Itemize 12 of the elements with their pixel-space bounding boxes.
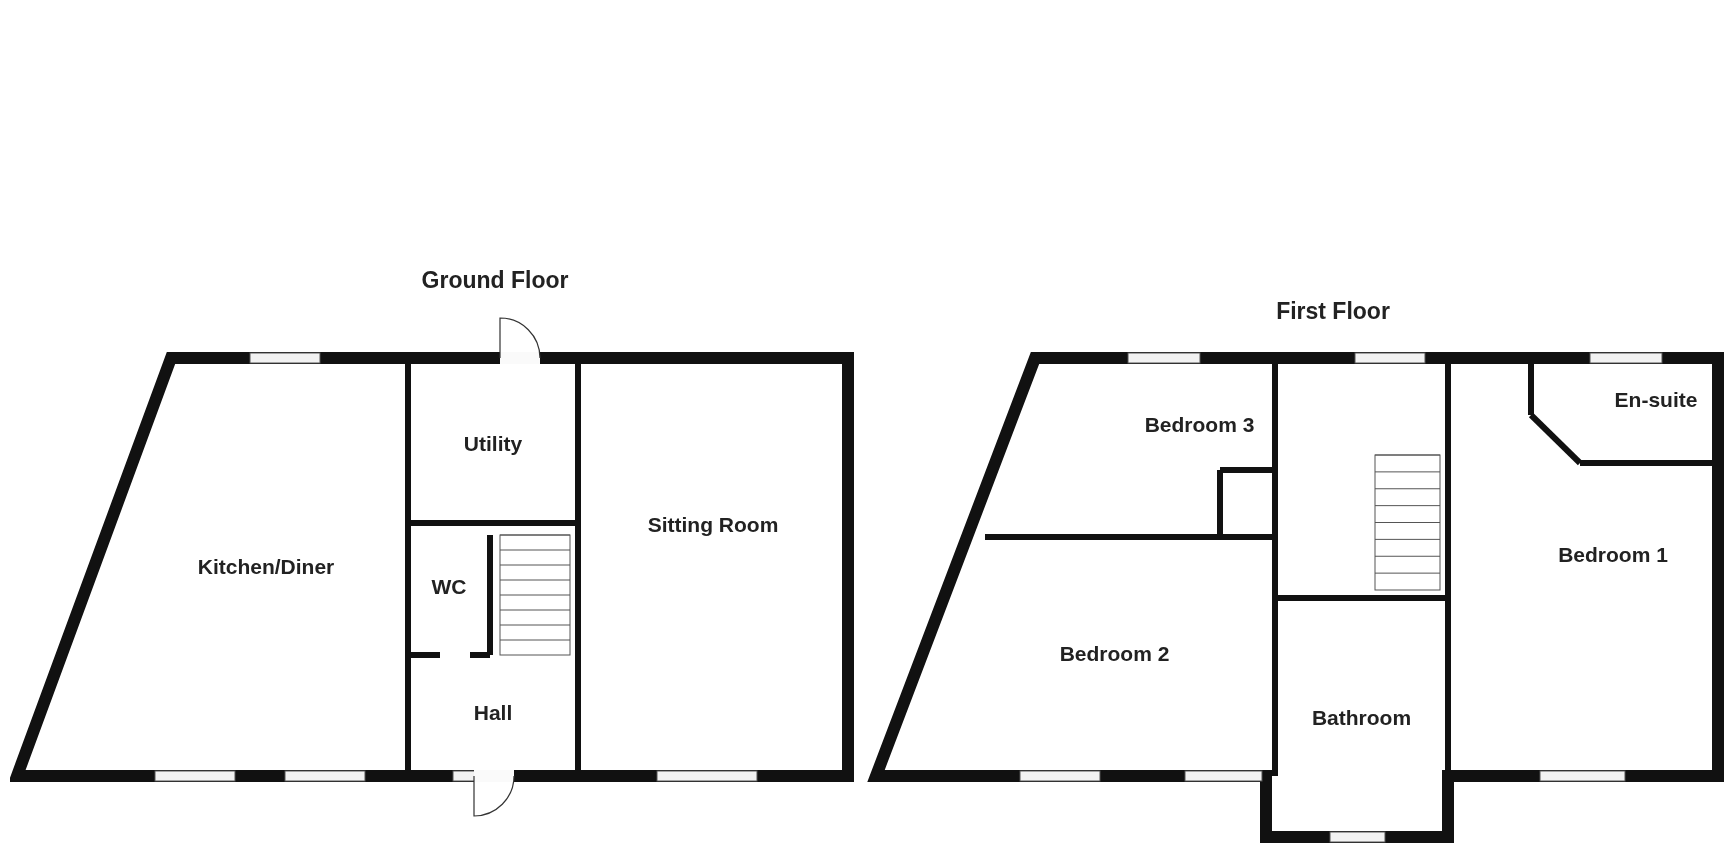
room-name: Bedroom 2	[1059, 640, 1170, 667]
room-name: En-suite	[1614, 387, 1698, 413]
floor-title: Ground Floor	[421, 267, 569, 294]
room-name: WC	[431, 574, 467, 600]
room-name: Sitting Room	[647, 512, 779, 538]
room-name: Hall	[473, 699, 513, 726]
room-name: Kitchen/Diner	[197, 554, 335, 580]
room-name: Utility	[463, 430, 523, 457]
floor-title: First Floor	[1276, 298, 1390, 325]
room-name: Bedroom 3	[1144, 412, 1255, 438]
room-name: Bathroom	[1311, 704, 1412, 731]
room-name: Bedroom 1	[1558, 542, 1668, 568]
